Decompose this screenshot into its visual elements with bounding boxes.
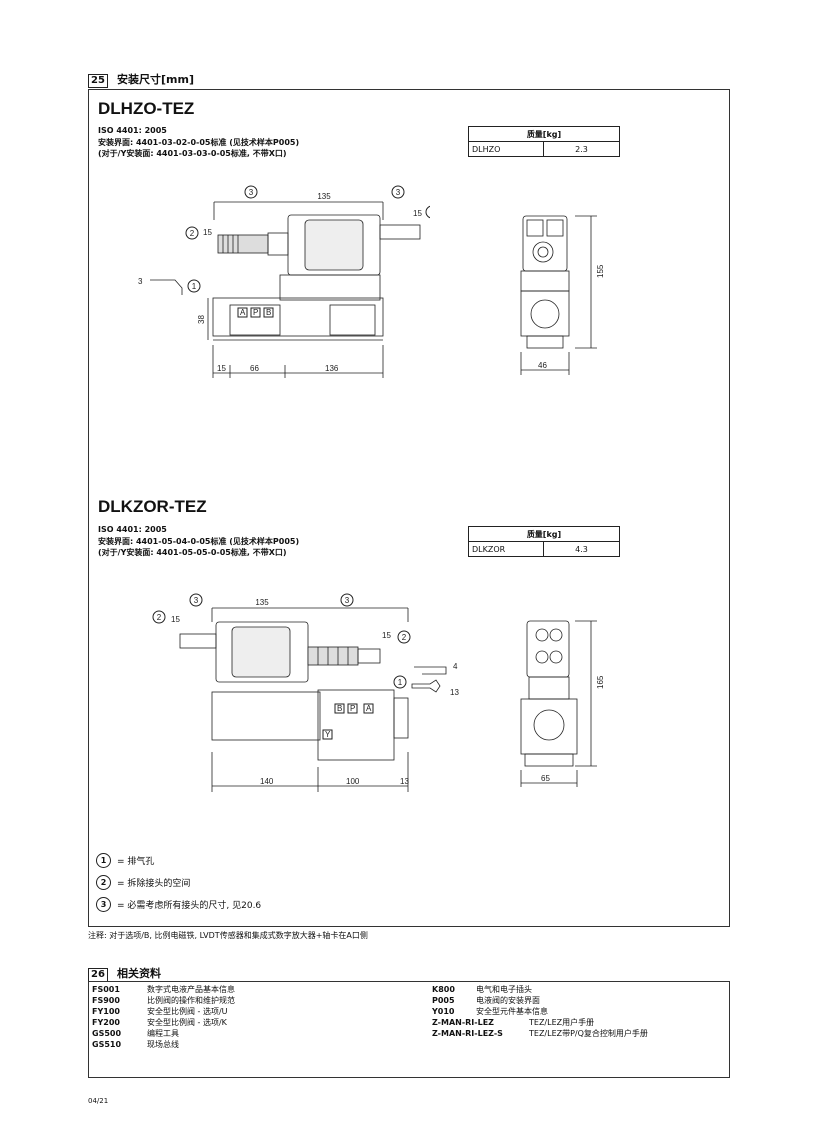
callout-2: 2 (190, 229, 195, 238)
legend-number: 3 (96, 897, 111, 912)
docs-frame (88, 981, 730, 1078)
callout-1: 1 (398, 678, 403, 687)
dim-3: 3 (138, 277, 143, 286)
dim-135: 135 (317, 192, 331, 201)
callout-2: 2 (402, 633, 407, 642)
mounting-line-y: (对于/Y安装面: 4401-05-05-0-05标准, 不带X口) (98, 548, 287, 557)
mass-value: 2.3 (543, 141, 620, 157)
iso-standard: ISO 4401: 2005 (98, 126, 167, 135)
mass-table: 质量[kg] DLHZO 2.3 (468, 126, 620, 157)
callout-3: 3 (396, 188, 401, 197)
section-number: 26 (88, 968, 108, 982)
port-y-label: Y (325, 730, 331, 739)
note: 注释: 对于选项/B, 比例电磁铁, LVDT传感器和集成式数字放大器+轴卡在A… (88, 931, 368, 940)
callout-3: 3 (249, 188, 254, 197)
dim-66: 66 (250, 364, 259, 373)
port-a-label: A (366, 704, 372, 713)
legend-item: 1 = 排气孔 (96, 853, 154, 868)
section-title: 相关资料 (117, 967, 162, 980)
dim-15-right: 15 (413, 209, 422, 218)
valve-front-view-drawing: 165 65 (520, 620, 605, 787)
mass-model: DLKZOR (468, 541, 544, 557)
dim-135: 135 (255, 598, 269, 607)
dim-15-right: 15 (382, 631, 391, 640)
legend-text: = 排气孔 (117, 857, 155, 867)
port-a-label: A (240, 308, 246, 317)
callout-2: 2 (157, 613, 162, 622)
legend-item: 2 = 拆除接头的空间 (96, 875, 190, 890)
mass-header: 质量[kg] (468, 526, 620, 542)
valve-side-view-drawing: 135 15 15 38 15 66 136 3 A P B 3 3 2 2 1 (138, 185, 430, 378)
legend-number: 1 (96, 853, 111, 868)
model-title: DLKZOR-TEZ (98, 497, 207, 516)
dim-140: 140 (260, 777, 274, 786)
dim-4: 4 (453, 662, 458, 671)
legend-text: = 必需考虑所有接头的尺寸, 见20.6 (117, 901, 262, 911)
dim-46: 46 (538, 361, 547, 370)
mounting-line: 安装界面: 4401-03-02-0-05标准 (见技术样本P005) (98, 138, 300, 147)
legend-number: 2 (96, 875, 111, 890)
dim-13-wrench: 13 (450, 688, 459, 697)
port-p-label: P (253, 308, 258, 317)
dim-13: 13 (400, 777, 409, 786)
dim-100: 100 (346, 777, 360, 786)
mounting-line-y: (对于/Y安装面: 4401-03-03-0-05标准, 不带X口) (98, 149, 287, 158)
mass-table: 质量[kg] DLKZOR 4.3 (468, 526, 620, 557)
section-26-header: 26 相关资料 (88, 962, 161, 982)
dim-38: 38 (197, 315, 206, 324)
callout-3: 3 (345, 596, 350, 605)
port-b-label: B (337, 704, 342, 713)
dim-15-bottom: 15 (217, 364, 226, 373)
section-25-header: 25 安装尺寸[mm] (88, 68, 194, 88)
callout-1: 1 (192, 282, 197, 291)
mounting-line: 安装界面: 4401-05-04-0-05标准 (见技术样本P005) (98, 537, 300, 546)
port-b-label: B (266, 308, 271, 317)
dim-65: 65 (541, 774, 550, 783)
mass-header: 质量[kg] (468, 126, 620, 142)
section-title: 安装尺寸[mm] (117, 73, 194, 86)
valve-side-view-drawing: B P A Y 135 15 15 140 100 13 4 13 3 3 2 … (152, 593, 459, 792)
legend-text: = 拆除接头的空间 (117, 879, 191, 889)
drawing-frame (88, 89, 730, 927)
dim-15-left: 15 (203, 228, 212, 237)
mass-model: DLHZO (468, 141, 544, 157)
dim-155: 155 (596, 264, 605, 278)
dim-15-left: 15 (171, 615, 180, 624)
model-title: DLHZO-TEZ (98, 99, 195, 118)
mass-value: 4.3 (543, 541, 620, 557)
dim-136: 136 (325, 364, 339, 373)
callout-3: 3 (194, 596, 199, 605)
port-p-label: P (350, 704, 355, 713)
valve-front-view-drawing: 155 46 (520, 215, 605, 375)
page-footer: 04/21 (88, 1097, 109, 1105)
dim-165: 165 (596, 675, 605, 689)
iso-standard: ISO 4401: 2005 (98, 525, 167, 534)
legend-item: 3 = 必需考虑所有接头的尺寸, 见20.6 (96, 897, 261, 912)
section-number: 25 (88, 74, 108, 88)
